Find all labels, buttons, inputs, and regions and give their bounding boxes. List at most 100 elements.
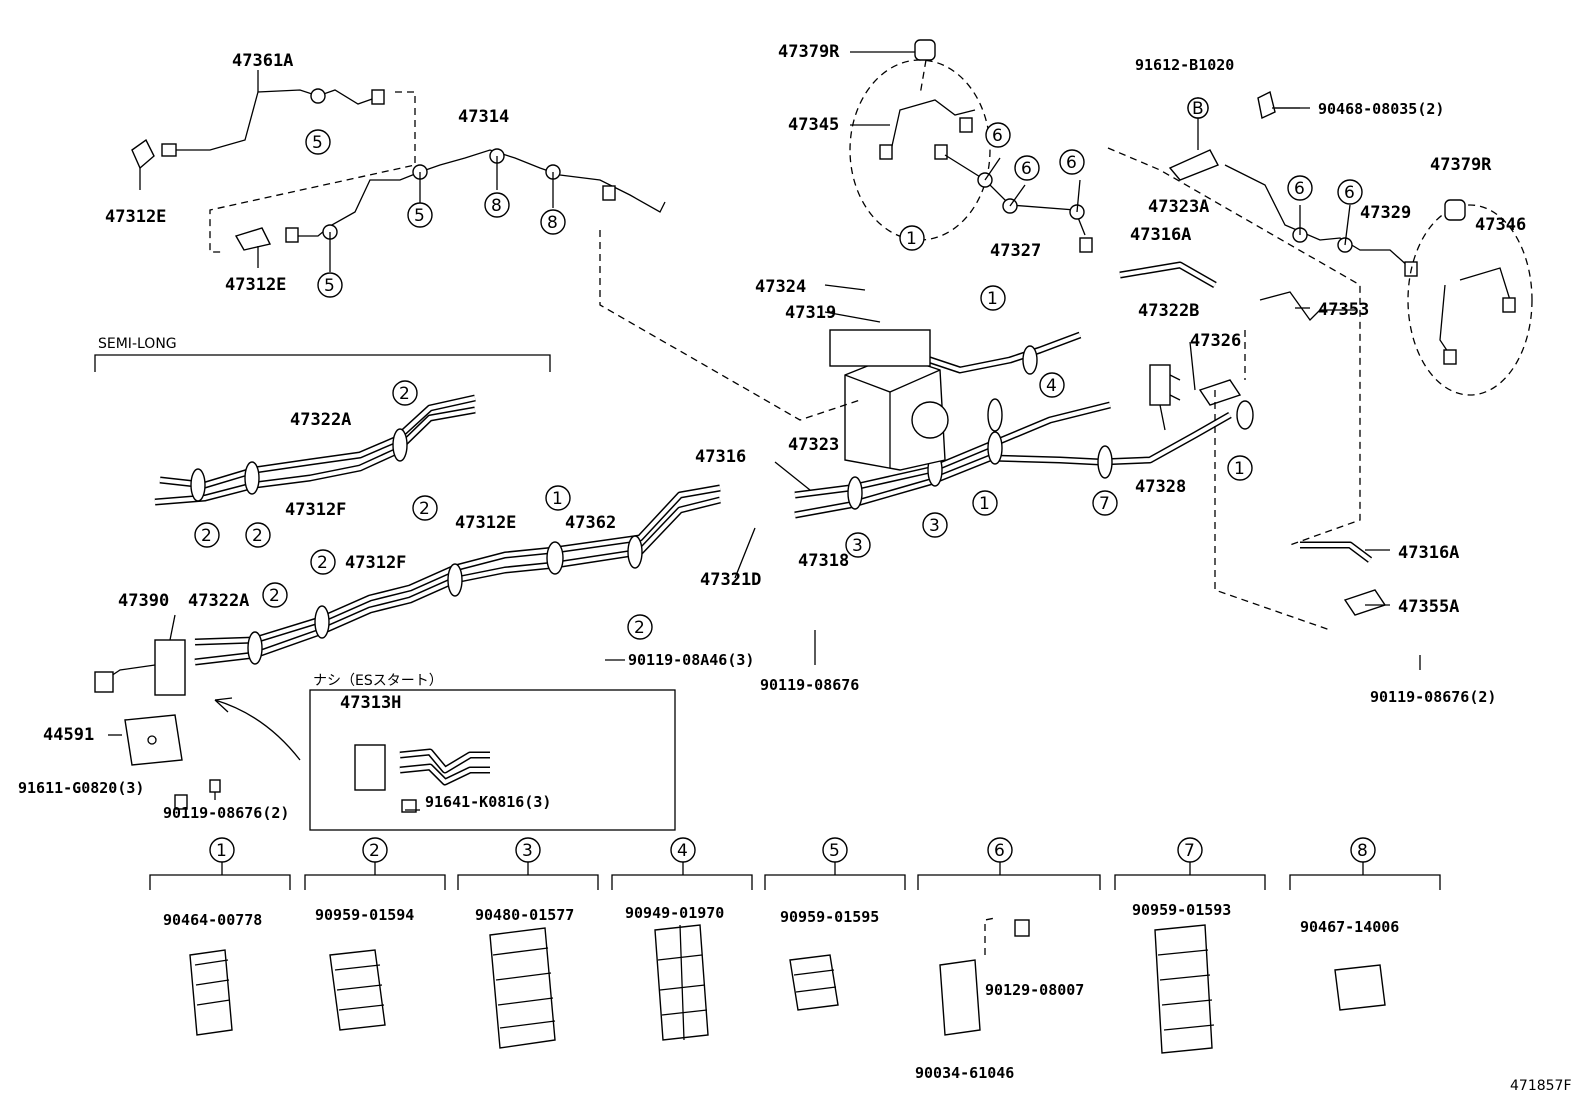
part-labels: 47361A 47312E 47314 47312E 47379R 47345 … xyxy=(18,42,1526,822)
part-label: 91612-B1020 xyxy=(1135,56,1234,74)
part-label: 47345 xyxy=(788,115,839,135)
callout: 8 xyxy=(491,196,502,216)
callout: 6 xyxy=(1344,183,1355,203)
callout: 6 xyxy=(1294,179,1305,199)
nashi-box: ナシ（ESスタート） xyxy=(309,673,676,831)
part-label: 47327 xyxy=(990,241,1041,261)
part-label: 47318 xyxy=(798,551,849,571)
clamp-ref: 8 xyxy=(1357,841,1368,861)
part-label: 47362 xyxy=(565,513,616,533)
semi-long-label: SEMI-LONG xyxy=(98,336,177,352)
callout: 2 xyxy=(634,618,645,638)
main-pipes xyxy=(154,261,1373,666)
part-label: 47323 xyxy=(788,435,839,455)
part-label: 47319 xyxy=(785,303,836,323)
callout: 4 xyxy=(1046,376,1057,396)
group-top-center xyxy=(849,39,1093,253)
callouts: 5 5 8 8 5 6 6 6 1 1 4 1 1 3 3 7 2 2 2 2 … xyxy=(194,97,1363,640)
brackets-mid xyxy=(599,230,1387,631)
clamp-part: 90949-01970 xyxy=(625,904,724,922)
clamp-part: 90959-01593 xyxy=(1132,901,1231,919)
part-label: 47312F xyxy=(285,500,346,520)
callout: 1 xyxy=(987,289,998,309)
callout: 1 xyxy=(979,494,990,514)
part-label: 47312E xyxy=(105,207,166,227)
clamp-ref: 4 xyxy=(677,841,688,861)
part-label: 47324 xyxy=(755,277,806,297)
part-label: 90119-08676(2) xyxy=(1370,688,1496,706)
part-label: 91611-G0820(3) xyxy=(18,779,144,797)
clamp-ref: 2 xyxy=(369,841,380,861)
part-label: 47316 xyxy=(695,447,746,467)
clamp-legend-labels: 1 2 3 4 5 6 7 8 90464-00778 90959-01594 … xyxy=(163,837,1399,1082)
clamp-part: 90129-08007 xyxy=(985,981,1084,999)
part-label: 90119-08676(2) xyxy=(163,804,289,822)
part-label: 47322B xyxy=(1138,301,1199,321)
callout: 1 xyxy=(552,489,563,509)
clamp-ref: 7 xyxy=(1184,841,1195,861)
clamp-part-extra: 90034-61046 xyxy=(915,1064,1014,1082)
part-label: 47390 xyxy=(118,591,169,611)
callout: 1 xyxy=(1234,459,1245,479)
part-label: 47321D xyxy=(700,570,761,590)
part-label: 47322A xyxy=(290,410,351,430)
part-label: 47361A xyxy=(232,51,293,71)
clamp-part: 90464-00778 xyxy=(163,911,262,929)
left-bottom-parts xyxy=(94,639,301,810)
callout: 3 xyxy=(852,536,863,556)
callout: 7 xyxy=(1099,494,1110,514)
callout: 6 xyxy=(1066,153,1077,173)
part-label: 47314 xyxy=(458,107,509,127)
leader-lines xyxy=(108,51,1421,811)
clamp-legend xyxy=(149,862,1441,1054)
figure-code: 471857F xyxy=(1510,1078,1572,1094)
part-label: 44591 xyxy=(43,725,94,745)
part-label: 47379R xyxy=(778,42,840,62)
clamp-part: 90959-01595 xyxy=(780,908,879,926)
callout: 5 xyxy=(324,276,335,296)
clamp-part: 90467-14006 xyxy=(1300,918,1399,936)
callout: 1 xyxy=(906,229,917,249)
nashi-label: ナシ（ESスタート） xyxy=(313,673,443,689)
callout: 5 xyxy=(312,133,323,153)
part-label: 47313H xyxy=(340,693,401,713)
clamp-part: 90959-01594 xyxy=(315,906,414,924)
callout: 2 xyxy=(269,586,280,606)
part-label: 47329 xyxy=(1360,203,1411,223)
callout: 2 xyxy=(419,499,430,519)
callout: 2 xyxy=(399,384,410,404)
part-label: 47322A xyxy=(188,591,249,611)
part-label: 47355A xyxy=(1398,597,1459,617)
part-label: 47379R xyxy=(1430,155,1492,175)
part-label: 47316A xyxy=(1130,225,1191,245)
semi-long-group: SEMI-LONG xyxy=(94,336,551,372)
part-label: 47326 xyxy=(1190,331,1241,351)
part-label: 47312E xyxy=(225,275,286,295)
part-label: 47323A xyxy=(1148,197,1209,217)
callout: 5 xyxy=(414,206,425,226)
callout: 6 xyxy=(1021,159,1032,179)
part-label: 47312F xyxy=(345,553,406,573)
part-label: 47353 xyxy=(1318,300,1369,320)
part-label: 47312E xyxy=(455,513,516,533)
part-label: 91641-K0816(3) xyxy=(425,793,551,811)
part-label: 90119-08A46(3) xyxy=(628,651,754,669)
callout: 2 xyxy=(317,553,328,573)
clamp-ref: 5 xyxy=(829,841,840,861)
part-label: 90468-08035(2) xyxy=(1318,100,1444,118)
clamp-ref: 6 xyxy=(994,841,1005,861)
callout: 2 xyxy=(252,526,263,546)
abs-unit xyxy=(829,329,949,471)
callout: 6 xyxy=(992,126,1003,146)
callout: 3 xyxy=(929,516,940,536)
callout: 8 xyxy=(547,213,558,233)
group-top-left xyxy=(131,70,666,272)
clamp-part: 90480-01577 xyxy=(475,906,574,924)
clamp-ref: 1 xyxy=(216,841,227,861)
part-label: 90119-08676 xyxy=(760,676,859,694)
part-label: 47346 xyxy=(1475,215,1526,235)
clamp-ref: 3 xyxy=(522,841,533,861)
part-label: 47328 xyxy=(1135,477,1186,497)
callout: 2 xyxy=(201,526,212,546)
